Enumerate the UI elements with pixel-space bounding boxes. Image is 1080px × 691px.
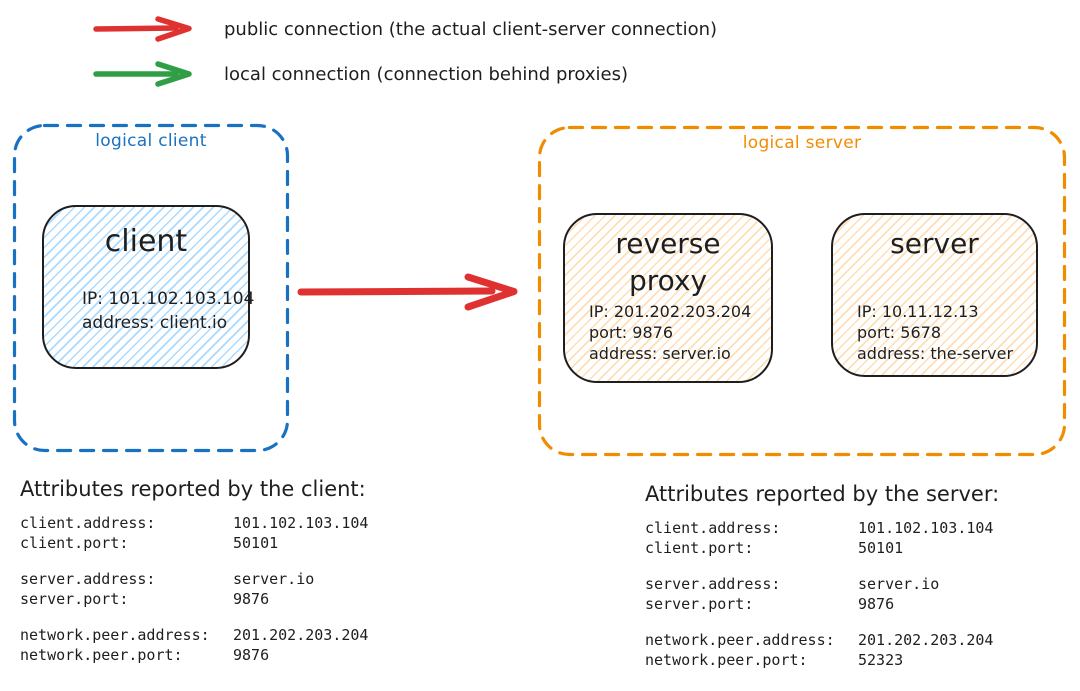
green-arrow-right-icon [93, 61, 192, 87]
server-node-details: IP: 10.11.12.13 port: 5678 address: the-… [833, 301, 1036, 364]
legend-label-local-connection: local connection (connection behind prox… [224, 63, 628, 85]
logical-server-group: logical server reverse proxy IP: 201.202… [537, 125, 1067, 457]
attribute-value: 9876 [858, 594, 895, 613]
server-node: server IP: 10.11.12.13 port: 5678 addres… [831, 213, 1038, 377]
attribute-row: client.address: 101.102.103.104 [20, 514, 368, 534]
attribute-row: client.port: 50101 [20, 534, 368, 554]
client-node-details: IP: 101.102.103.104 address: client.io [44, 287, 255, 335]
server-attributes-panel: Attributes reported by the server: clien… [645, 482, 999, 687]
attribute-row: server.port: 9876 [20, 590, 368, 610]
attribute-key: network.peer.address: [20, 626, 210, 644]
node-detail-line: IP: 201.202.203.204 [589, 302, 752, 321]
attribute-row: network.peer.address: 201.202.203.204 [645, 631, 999, 651]
attribute-group: server.address: server.io server.port: 987… [645, 575, 999, 614]
reverse-proxy-node: reverse proxy IP: 201.202.203.204 port: … [563, 213, 773, 383]
attribute-value: 201.202.203.204 [858, 631, 994, 649]
attribute-row: server.port: 9876 [645, 595, 999, 615]
attribute-value: server.io [233, 570, 315, 588]
server-attributes-title: Attributes reported by the server: [645, 482, 1000, 506]
dashed-border [537, 125, 1067, 457]
attribute-value: 201.202.203.204 [233, 626, 369, 644]
legend-label-public-connection: public connection (the actual client-ser… [224, 18, 718, 40]
attribute-value: 9876 [233, 645, 270, 664]
logical-client-label: logical client [95, 131, 207, 151]
attribute-row: network.peer.port: 52323 [645, 651, 999, 671]
attribute-group: server.address: server.io server.port: 987… [20, 570, 368, 609]
dashed-border [12, 123, 290, 453]
attribute-value: 50101 [233, 533, 279, 552]
attribute-group: network.peer.address: 201.202.203.204 net… [20, 626, 368, 665]
attribute-key: server.port: [645, 594, 754, 613]
server-node-title: server [890, 227, 979, 260]
attribute-row: network.peer.port: 9876 [20, 646, 368, 666]
attribute-row: client.port: 50101 [645, 539, 999, 559]
attribute-value: 52323 [858, 650, 904, 669]
attribute-key: client.address: [20, 514, 156, 532]
node-detail-line: port: 5678 [857, 323, 941, 342]
legend-item-public-connection: public connection (the actual client-ser… [92, 14, 717, 44]
attribute-key: network.peer.port: [645, 650, 808, 669]
client-node-title: client [104, 224, 188, 259]
attribute-value: 9876 [233, 589, 270, 608]
attribute-group: client.address: 101.102.103.104 client.po… [20, 514, 368, 553]
attribute-key: server.address: [20, 570, 156, 588]
attribute-key: server.address: [645, 575, 781, 593]
attribute-value: 50101 [858, 538, 904, 557]
node-detail-line: address: server.io [589, 344, 731, 363]
attribute-row: network.peer.address: 201.202.203.204 [20, 626, 368, 646]
node-detail-line: port: 9876 [589, 323, 673, 342]
attribute-key: network.peer.port: [20, 645, 183, 664]
logical-client-group: logical client client IP: 101.102.103.10… [12, 123, 290, 453]
public-connection-arrow [297, 273, 518, 311]
attribute-group: client.address: 101.102.103.104 client.po… [645, 519, 999, 558]
attribute-key: client.port: [645, 538, 754, 557]
reverse-proxy-node-title: reverse proxy [615, 227, 721, 297]
attribute-value: server.io [858, 575, 940, 593]
attribute-group: network.peer.address: 201.202.203.204 net… [645, 631, 999, 670]
client-node: client IP: 101.102.103.104 address: clie… [42, 205, 255, 369]
attribute-key: client.address: [645, 519, 781, 537]
node-detail-line: address: the-server [857, 344, 1014, 363]
client-attributes-panel: Attributes reported by the client: clien… [20, 477, 368, 682]
legend-item-local-connection: local connection (connection behind prox… [92, 59, 628, 89]
attribute-row: server.address: server.io [20, 570, 368, 590]
red-arrow-right-icon [93, 16, 192, 42]
attribute-key: network.peer.address: [645, 631, 835, 649]
node-detail-line: IP: 10.11.12.13 [857, 302, 979, 321]
client-attributes-title: Attributes reported by the client: [20, 477, 366, 501]
attribute-row: client.address: 101.102.103.104 [645, 519, 999, 539]
attribute-row: server.address: server.io [645, 575, 999, 595]
attribute-value: 101.102.103.104 [233, 514, 369, 532]
reverse-proxy-node-details: IP: 201.202.203.204 port: 9876 address: … [565, 301, 771, 364]
node-detail-line: address: client.io [82, 313, 228, 333]
attribute-key: server.port: [20, 589, 129, 608]
attribute-value: 101.102.103.104 [858, 519, 994, 537]
attribute-key: client.port: [20, 533, 129, 552]
node-detail-line: IP: 101.102.103.104 [82, 289, 255, 309]
logical-server-label: logical server [742, 133, 862, 153]
